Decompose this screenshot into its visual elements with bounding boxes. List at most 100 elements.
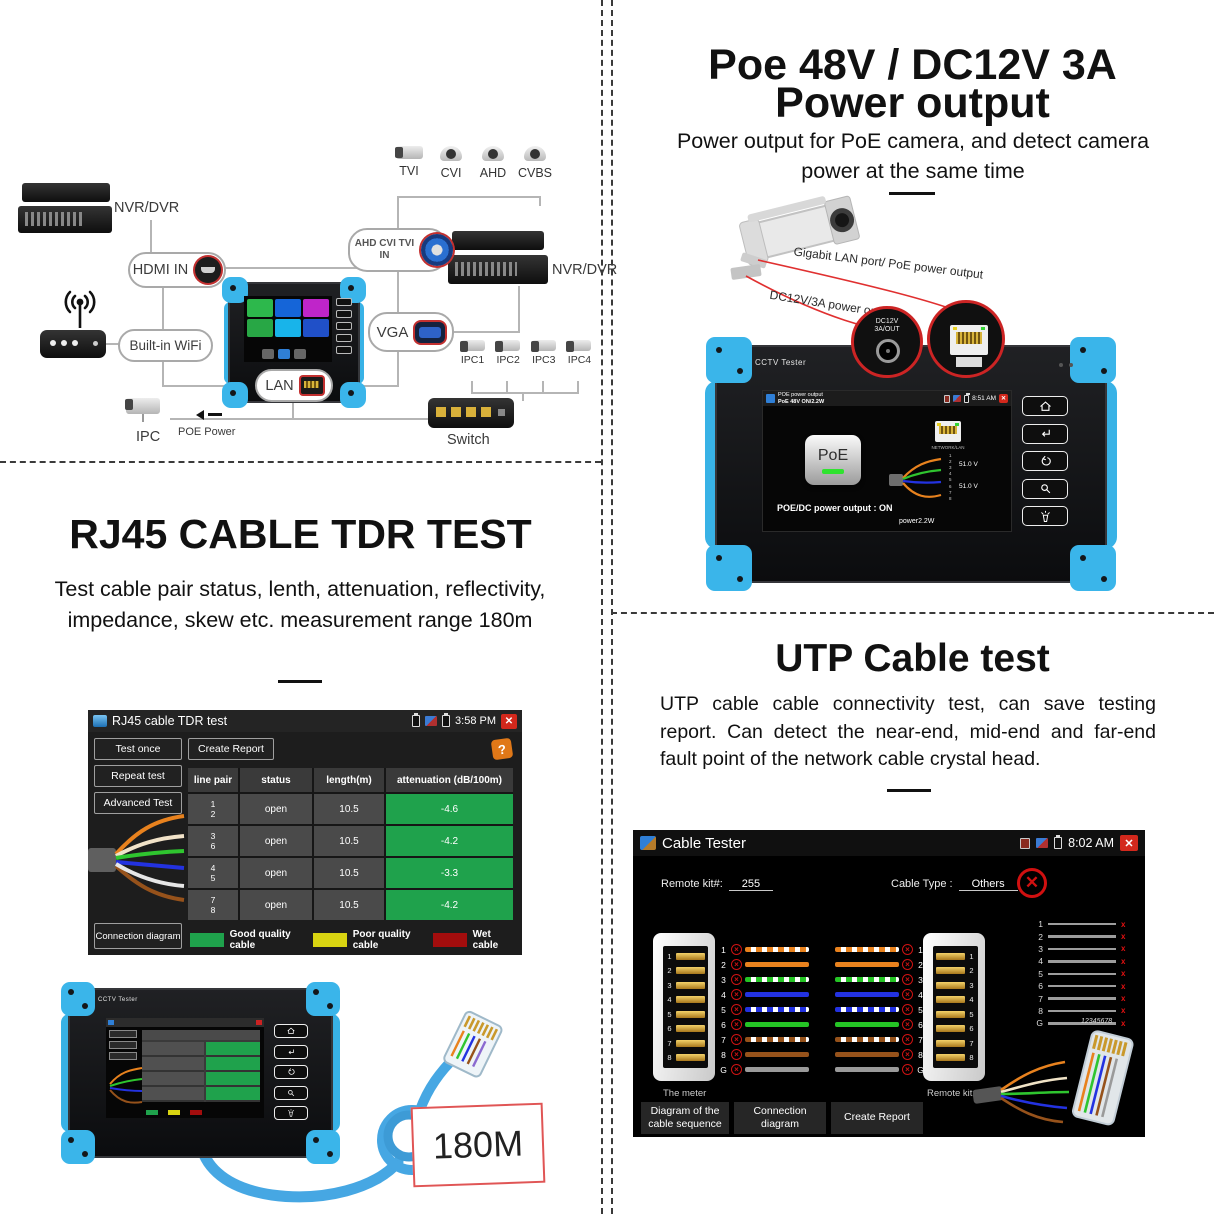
poe-app-title-line1: POE power output: [778, 392, 823, 399]
cable-type-value[interactable]: Others: [958, 878, 1018, 891]
pair-number: 1: [210, 798, 216, 809]
tdr-side-button[interactable]: Repeat test: [94, 765, 182, 787]
fault-x-icon: ×: [731, 1004, 742, 1015]
app-tile[interactable]: [303, 299, 329, 317]
hdmi-in-node: HDMI IN: [128, 252, 226, 288]
zoom-icon: [1040, 484, 1050, 494]
wifi-antenna-icon: [64, 290, 96, 328]
utp-button[interactable]: Create Report: [831, 1102, 923, 1134]
close-icon[interactable]: ✕: [501, 713, 517, 729]
corner-bumper: [61, 982, 95, 1016]
app-tile[interactable]: [247, 319, 273, 337]
zoom-button[interactable]: [1022, 478, 1068, 499]
fault-x-icon: ×: [902, 959, 913, 970]
section-rule: [887, 789, 931, 792]
close-icon[interactable]: ✕: [999, 394, 1008, 403]
wire-pin-label: 7: [918, 1034, 923, 1045]
fault-x-icon: ×: [731, 1064, 742, 1075]
gold-pin-icon: [936, 1010, 965, 1018]
connector-line: [224, 267, 396, 269]
help-icon[interactable]: ?: [490, 737, 514, 761]
status-line: [1048, 972, 1116, 975]
wire-segment-left: [745, 977, 809, 982]
poe-toggle-button[interactable]: PoE: [805, 435, 861, 485]
fault-x-icon: ×: [731, 1049, 742, 1060]
side-button[interactable]: [336, 298, 352, 306]
poe-titlebar: POE power output PoE 48V ON/2.2W 8:51 AM…: [763, 391, 1011, 406]
status-x-mark: x: [1121, 994, 1126, 1004]
pin-number: 5: [949, 477, 952, 483]
pin-number: 1: [969, 951, 974, 961]
enter-button[interactable]: [274, 1044, 308, 1059]
flashlight-button[interactable]: [1022, 506, 1068, 526]
battery-icon: [442, 713, 451, 727]
cctv-tester-device: [222, 277, 366, 408]
gold-pin-icon: [676, 1039, 705, 1047]
status-x-mark: x: [1121, 981, 1126, 991]
side-button[interactable]: [336, 322, 352, 330]
status-line: [1048, 947, 1116, 951]
side-button[interactable]: [336, 346, 352, 354]
wire-pin-label: 4: [721, 989, 726, 1000]
legend-item: Poor quality cable: [313, 929, 433, 951]
connector-line: [333, 385, 399, 387]
utp-button[interactable]: Diagram of the cable sequence: [641, 1102, 729, 1134]
clock-label: 8:02 AM: [1068, 836, 1114, 850]
remote-kit-value[interactable]: 255: [728, 878, 774, 891]
table-cell-status: open: [240, 794, 312, 824]
back-button[interactable]: [1022, 451, 1068, 471]
divider-vertical-right: [611, 0, 613, 1214]
connector-line: [522, 392, 524, 401]
app-tile[interactable]: [247, 299, 273, 317]
bnc-port-icon: [421, 234, 454, 266]
home-button[interactable]: [1022, 396, 1068, 416]
wire-pin-label: 3: [721, 974, 726, 985]
back-button[interactable]: [274, 1065, 308, 1079]
side-button[interactable]: [336, 310, 352, 318]
create-report-button[interactable]: Create Report: [188, 738, 274, 760]
fault-x-icon: ×: [731, 1034, 742, 1045]
flashlight-button[interactable]: [274, 1106, 308, 1120]
device-indicator-dots: [1059, 363, 1073, 367]
pin-number: 2: [969, 966, 974, 976]
zoom-button[interactable]: [274, 1085, 308, 1100]
pin-number: 6: [949, 483, 952, 489]
connector-pin: 8: [936, 1052, 975, 1064]
pin-number: 7: [969, 1038, 974, 1048]
tdr-side-button[interactable]: Advanced Test: [94, 792, 182, 814]
network-port-icon: [935, 421, 961, 442]
corner-bumper: [706, 545, 752, 591]
camera-type-label: CVBS: [517, 166, 553, 180]
tdr-side-button[interactable]: Test once: [94, 738, 182, 760]
enter-button[interactable]: [1022, 423, 1068, 444]
wire-fanout-graphic: [88, 814, 185, 902]
app-tile[interactable]: [275, 319, 301, 337]
app-tile[interactable]: [303, 319, 329, 337]
app-tile[interactable]: [275, 299, 301, 317]
back-icon: [288, 1068, 295, 1075]
utp-button[interactable]: Connection diagram: [734, 1102, 826, 1134]
dome-camera-icon: [440, 146, 462, 161]
gallery-icon: [1036, 838, 1049, 848]
gold-pin-icon: [936, 967, 965, 975]
wifi-router-image: [40, 330, 106, 358]
legend-swatch: [433, 933, 467, 947]
clock-label: 3:58 PM: [455, 715, 496, 727]
status-line: [1048, 997, 1116, 1000]
side-button[interactable]: [336, 334, 352, 342]
cable-length-label: 180M: [432, 1122, 524, 1167]
dvr-device-image: [452, 231, 544, 250]
connector-pin: 5: [936, 1008, 975, 1020]
dock-icon[interactable]: [294, 349, 306, 359]
dock-icon[interactable]: [278, 349, 290, 359]
dock-icon[interactable]: [262, 349, 274, 359]
meter-caption: The meter: [663, 1088, 707, 1099]
connection-diagram-button[interactable]: Connection diagram: [94, 923, 182, 949]
wire-pin-label: 3: [918, 974, 923, 985]
close-icon[interactable]: ✕: [1120, 835, 1138, 851]
home-button[interactable]: [274, 1024, 308, 1038]
